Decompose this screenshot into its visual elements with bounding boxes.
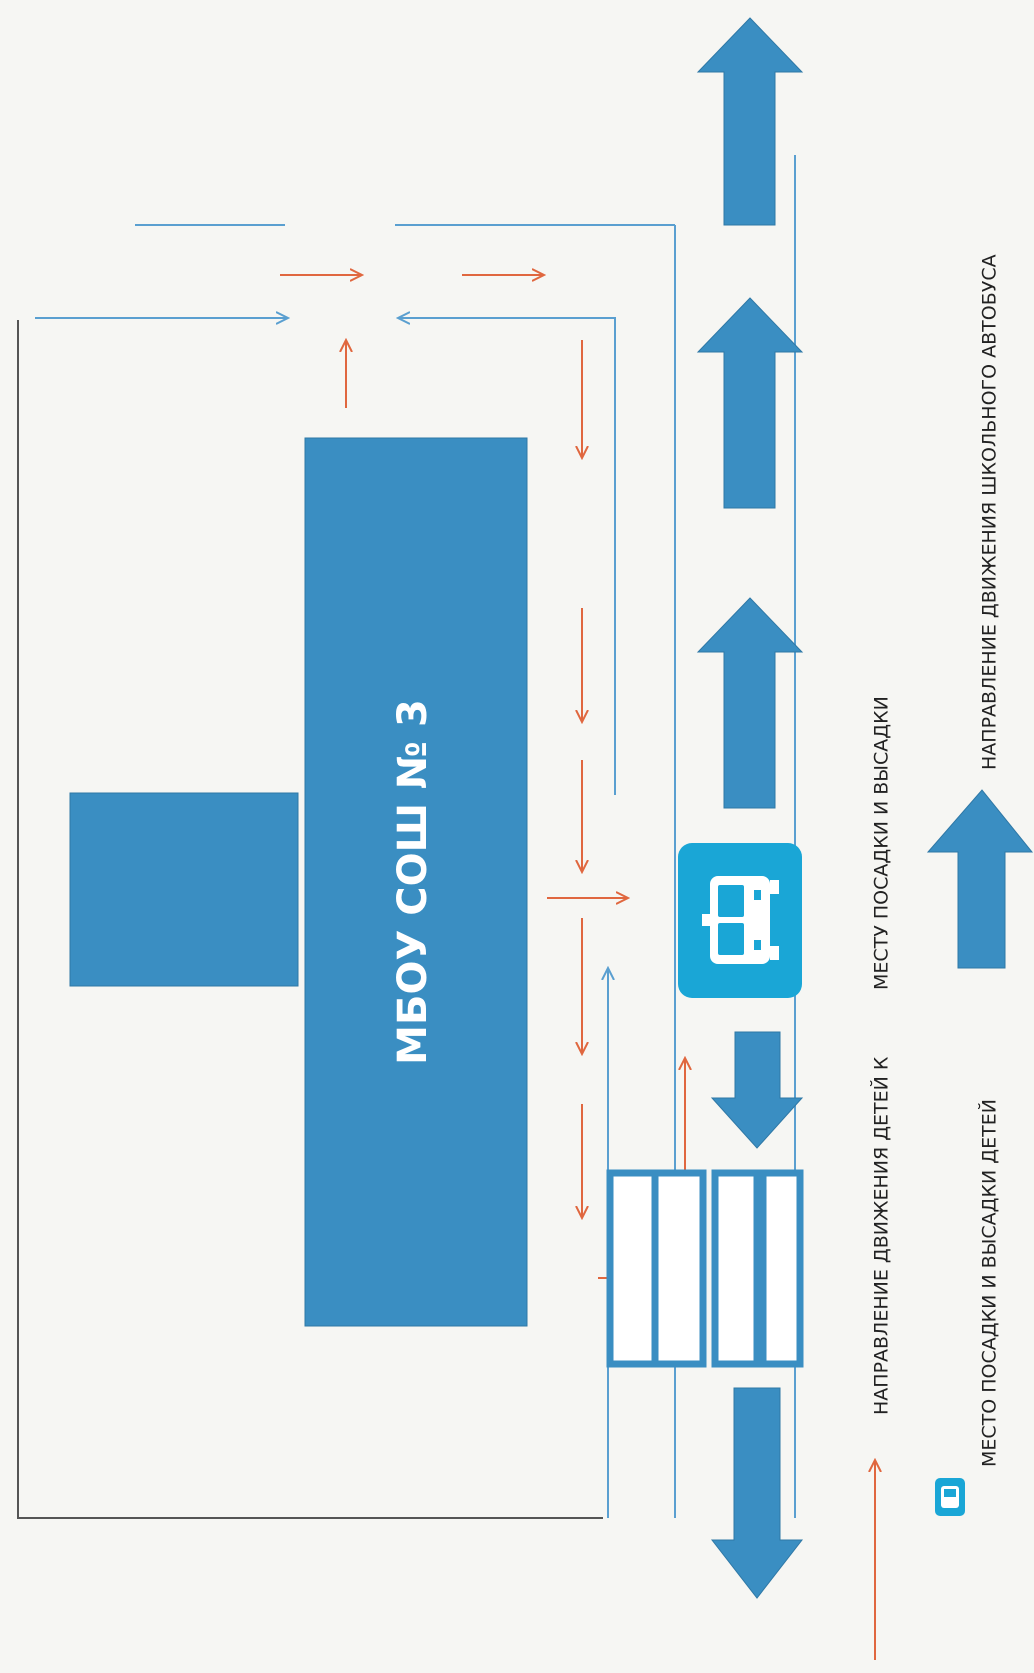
annex-building: [69, 792, 299, 987]
legend-bus-stop-icon: [935, 1478, 965, 1516]
pedestrian-crossing: [606, 1169, 804, 1368]
bus-stop-icon: [678, 843, 802, 998]
legend-bus-direction-label: НАПРАВЛЕНИЕ ДВИЖЕНИЯ ШКОЛЬНОГО АВТОБУСА: [979, 254, 1001, 770]
legend-bus-stop-label: МЕСТО ПОСАДКИ И ВЫСАДКИ ДЕТЕЙ: [978, 1099, 1001, 1467]
school-fence: [17, 320, 603, 1519]
school-building-label: МБОУ СОШ № 3: [390, 699, 436, 1065]
bus-direction-arrow-icon: [926, 789, 1034, 969]
school-building: [304, 437, 528, 1327]
legend-children-direction-label-1: НАПРАВЛЕНИЕ ДВИЖЕНИЯ ДЕТЕЙ К: [870, 1056, 893, 1415]
bus-direction-arrows: [696, 17, 804, 1599]
legend-children-direction-label-2: МЕСТУ ПОСАДКИ И ВЫСАДКИ: [871, 696, 893, 990]
